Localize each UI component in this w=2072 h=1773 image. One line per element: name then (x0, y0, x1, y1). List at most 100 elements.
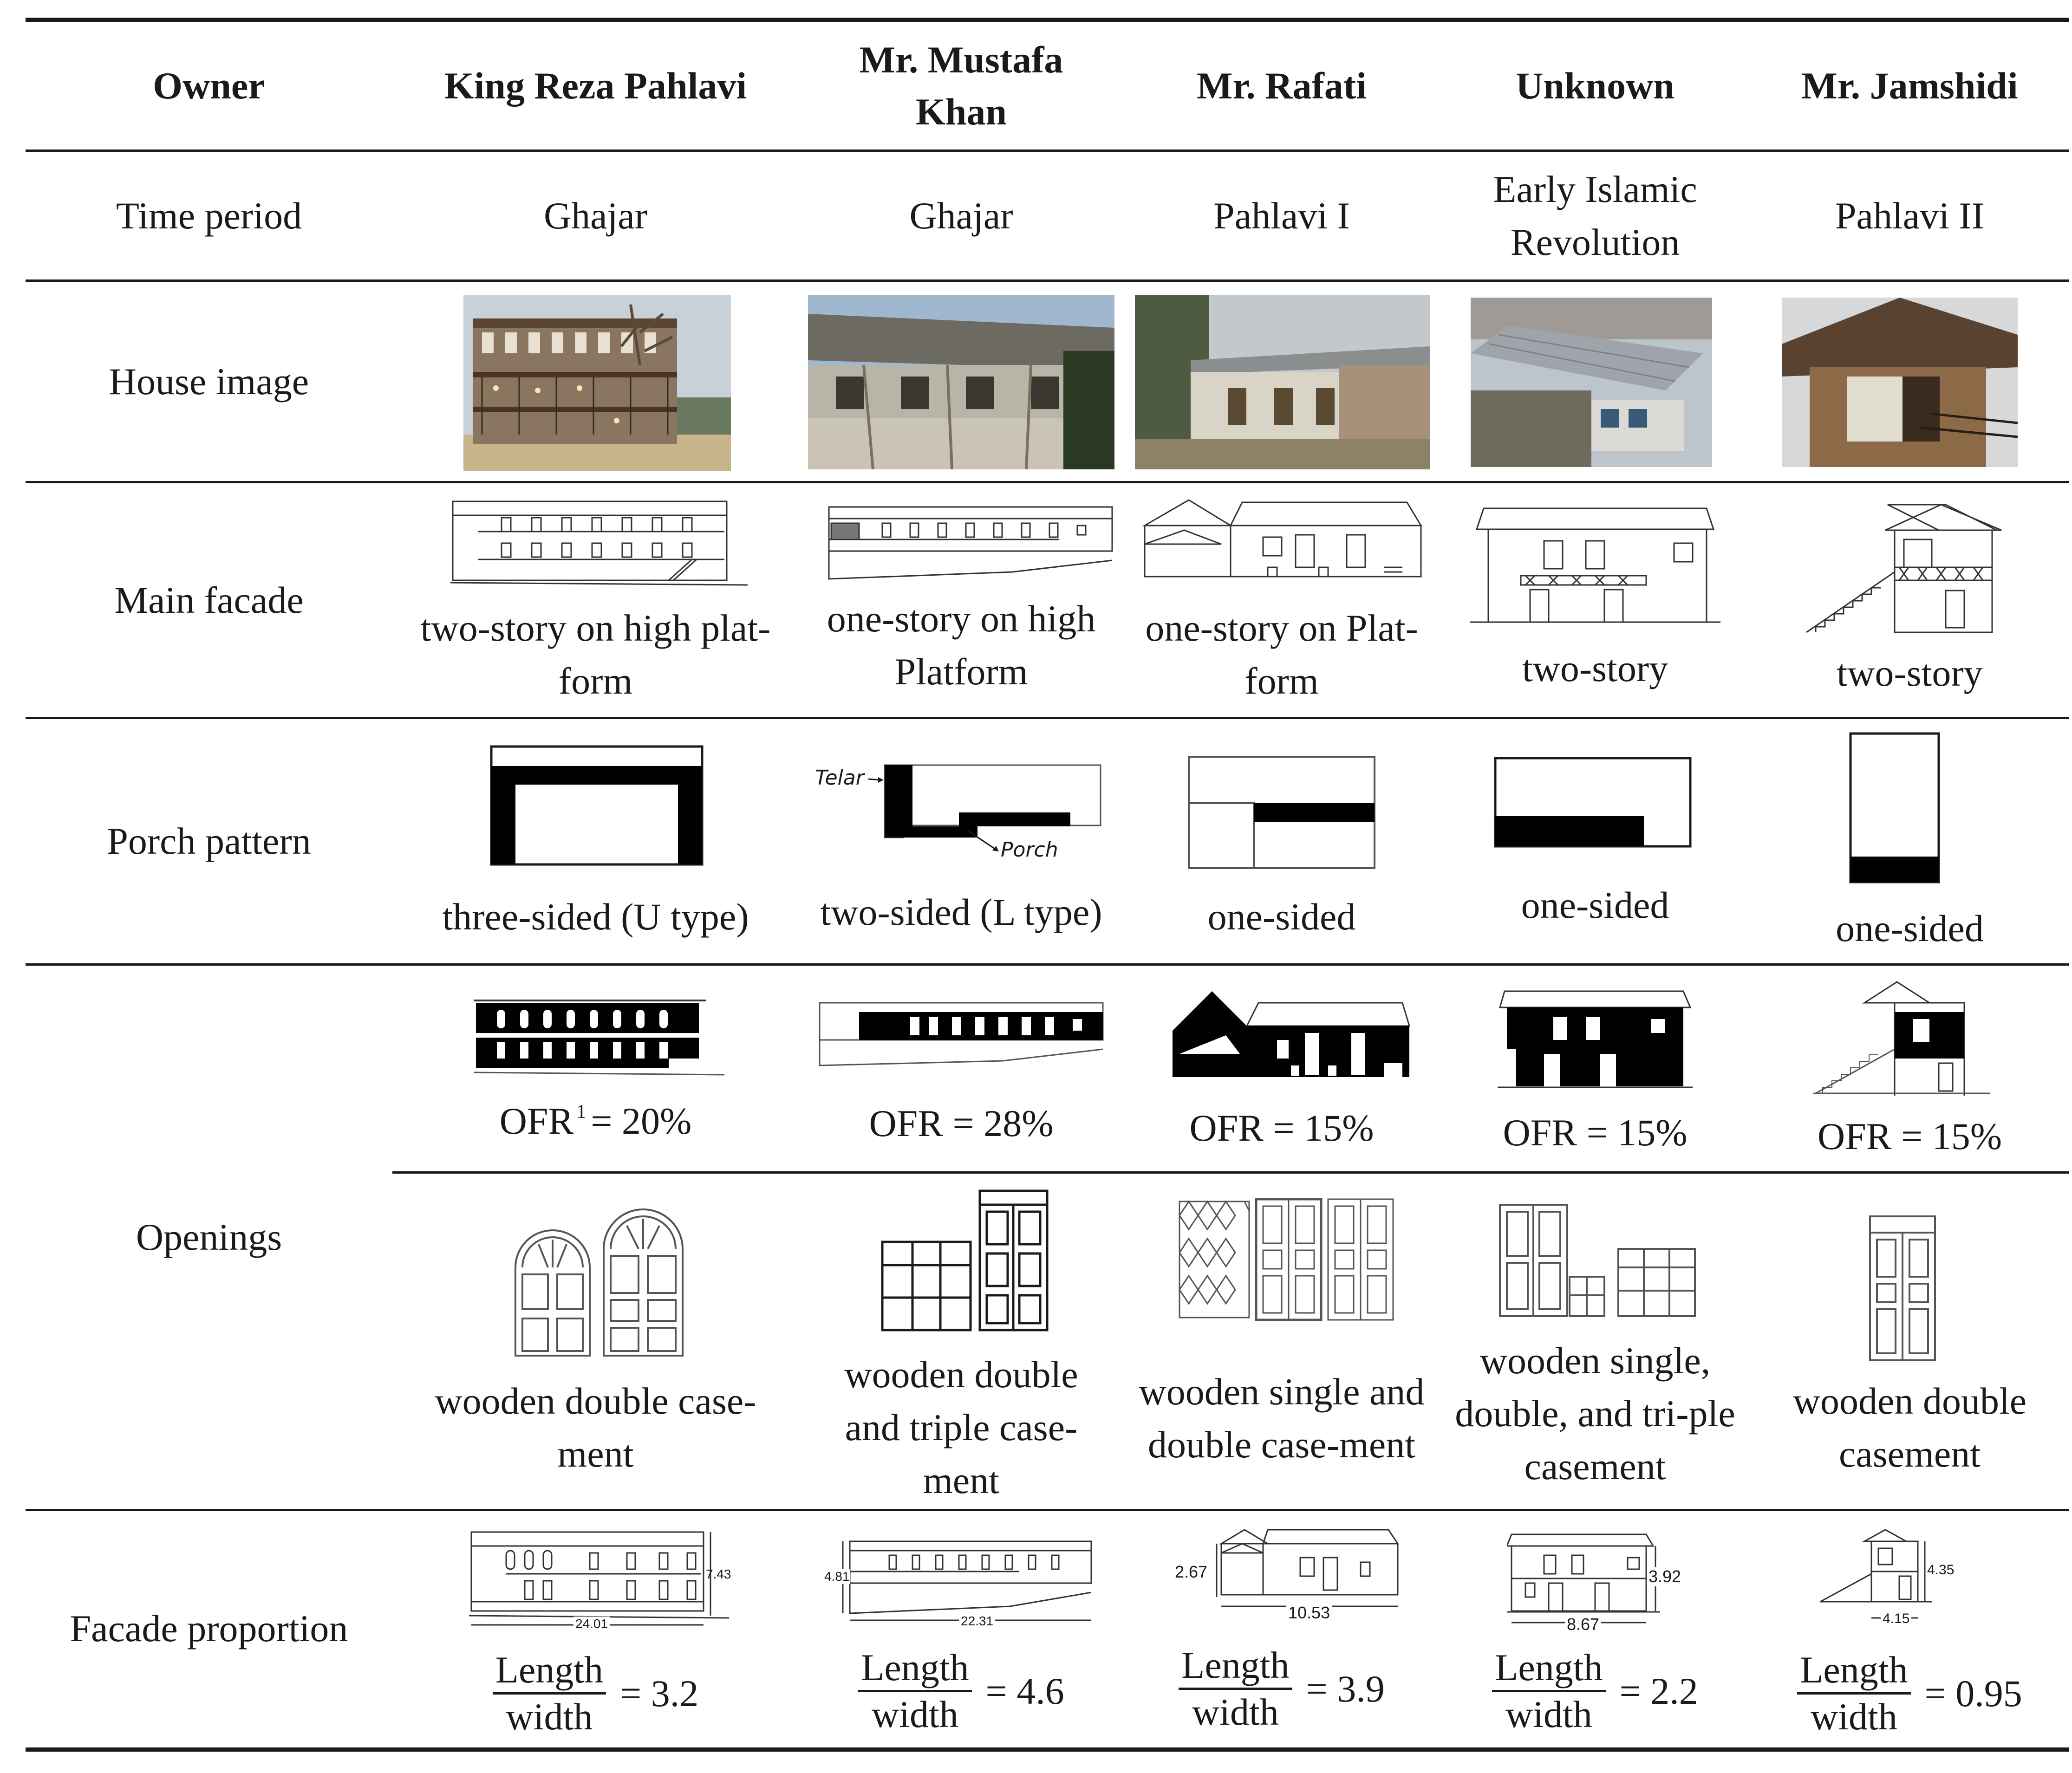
ratio-denominator: width (871, 1693, 958, 1735)
height-dimension: 4.81 (824, 1569, 850, 1584)
ratio-numerator: Length (1179, 1643, 1292, 1690)
header-col-1: King Reza Pahlavi (444, 64, 747, 107)
row-label-facade-proportion: Facade proportion (70, 1607, 348, 1650)
proportion-drawing-1: 7.43 24.01 (469, 1527, 738, 1639)
table-top-rule (26, 18, 2069, 22)
time-period-cell: Early Islamic Revolution (1493, 168, 1697, 263)
window-drawing-1 (511, 1207, 687, 1360)
proportion-drawing-4: 3.92 8.67 (1507, 1532, 1697, 1634)
height-dimension: 7.43 (706, 1567, 731, 1581)
header-col-3: Mr. Rafati (1197, 64, 1367, 107)
row-divider (26, 481, 2069, 483)
row-divider (26, 149, 2069, 152)
house-photo-1 (463, 295, 731, 471)
header-col-2: Mr. Mustafa Khan (859, 38, 1063, 133)
length-dimension: 4.15 (1881, 1611, 1912, 1627)
ratio-denominator: width (1505, 1693, 1592, 1735)
row-label-time-period: Time period (116, 194, 302, 237)
openings-silhouette-1 (474, 996, 724, 1077)
facade-elevation-3 (1142, 498, 1426, 591)
facade-elevation-1 (450, 497, 748, 590)
openings-sub-divider (392, 1171, 2069, 1174)
ratio-value: = 2.2 (1619, 1669, 1698, 1712)
openings-silhouette-5 (1813, 980, 1990, 1096)
row-divider (26, 279, 2069, 282)
time-period-cell: Pahlavi II (1835, 194, 1985, 237)
openings-silhouette-2 (817, 998, 1105, 1068)
proportion-drawing-3: 2.67 10.53 (1175, 1525, 1402, 1627)
row-label-openings: Openings (136, 1216, 282, 1258)
ratio-value: = 4.6 (985, 1669, 1064, 1712)
window-drawing-3 (1177, 1197, 1395, 1322)
main-facade-cell: one-story on high Platform (827, 597, 1096, 693)
porch-diagram-one-sided-1 (1186, 754, 1377, 870)
window-drawing-4 (1498, 1202, 1697, 1318)
house-photo-2 (808, 295, 1114, 469)
openings-silhouette-3 (1170, 989, 1412, 1082)
time-period-cell: Ghajar (909, 194, 1013, 237)
length-dimension: 8.67 (1565, 1615, 1602, 1634)
main-facade-cell: one-story on Plat-form (1145, 607, 1418, 702)
ofr-value: = 20% (591, 1100, 692, 1142)
header-col-4: Unknown (1516, 64, 1675, 107)
ratio-numerator: Length (1492, 1645, 1606, 1692)
ofr-footnote: 1 (576, 1101, 586, 1123)
ofr-cell-3: OFR = 15% (1189, 1107, 1374, 1149)
main-facade-cell: two-story on high plat-form (420, 607, 771, 702)
ratio-numerator: Length (1797, 1648, 1911, 1695)
porch-pattern-cell: one-sided (1207, 896, 1356, 938)
porch-pattern-cell: three-sided (U type) (442, 896, 749, 938)
porch-annotation: Porch (1001, 838, 1058, 862)
table-bottom-rule (26, 1747, 2069, 1752)
row-label-house-image: House image (109, 360, 309, 403)
header-owner: Owner (153, 64, 265, 107)
facade-elevation-5 (1806, 502, 2006, 637)
main-facade-cell: two-story (1837, 652, 1983, 694)
ratio-denominator: width (1810, 1695, 1897, 1738)
porch-diagram-l: Telar Porch (810, 761, 1108, 868)
ratio-numerator: Length (492, 1648, 606, 1695)
length-dimension: 22.31 (959, 1614, 996, 1629)
porch-diagram-u (488, 743, 706, 868)
opening-type-cell: wooden double and triple case-ment (844, 1353, 1078, 1501)
height-dimension: 4.35 (1927, 1562, 1955, 1578)
house-photo-4 (1471, 298, 1712, 467)
ratio-denominator: width (506, 1695, 593, 1738)
opening-type-cell: wooden double casement (1792, 1380, 2027, 1475)
opening-type-cell: wooden single, double, and tri-ple casem… (1455, 1339, 1735, 1487)
time-period-cell: Pahlavi I (1213, 194, 1350, 237)
window-drawing-2 (880, 1188, 1052, 1332)
row-divider (26, 1509, 2069, 1511)
row-label-main-facade: Main facade (114, 578, 304, 621)
ofr-cell-2: OFR = 28% (869, 1102, 1054, 1144)
row-label-porch-pattern: Porch pattern (107, 820, 311, 862)
telar-annotation: Telar (815, 766, 866, 790)
ratio-value: = 0.95 (1924, 1672, 2022, 1715)
openings-silhouette-4 (1498, 989, 1693, 1091)
main-facade-cell: two-story (1522, 647, 1668, 689)
height-dimension: 2.67 (1175, 1562, 1208, 1582)
ofr-cell-5: OFR = 15% (1817, 1115, 2002, 1157)
time-period-cell: Ghajar (543, 194, 648, 237)
ofr-label: OFR (499, 1100, 574, 1142)
height-dimension: 3.92 (1648, 1567, 1681, 1586)
porch-pattern-cell: two-sided (L type) (820, 891, 1102, 933)
house-photo-3 (1135, 295, 1430, 469)
facade-elevation-4 (1470, 506, 1720, 627)
ratio-value: = 3.2 (620, 1672, 699, 1715)
row-divider (26, 717, 2069, 719)
length-dimension: 10.53 (1286, 1603, 1332, 1623)
porch-diagram-one-sided-3 (1848, 731, 1941, 884)
house-photo-5 (1782, 298, 2018, 467)
row-divider (26, 963, 2069, 966)
porch-pattern-cell: one-sided (1521, 884, 1669, 926)
ratio-denominator: width (1192, 1691, 1279, 1733)
window-drawing-5 (1868, 1214, 1937, 1363)
proportion-drawing-5: 4.35 4.15 (1820, 1527, 1974, 1639)
